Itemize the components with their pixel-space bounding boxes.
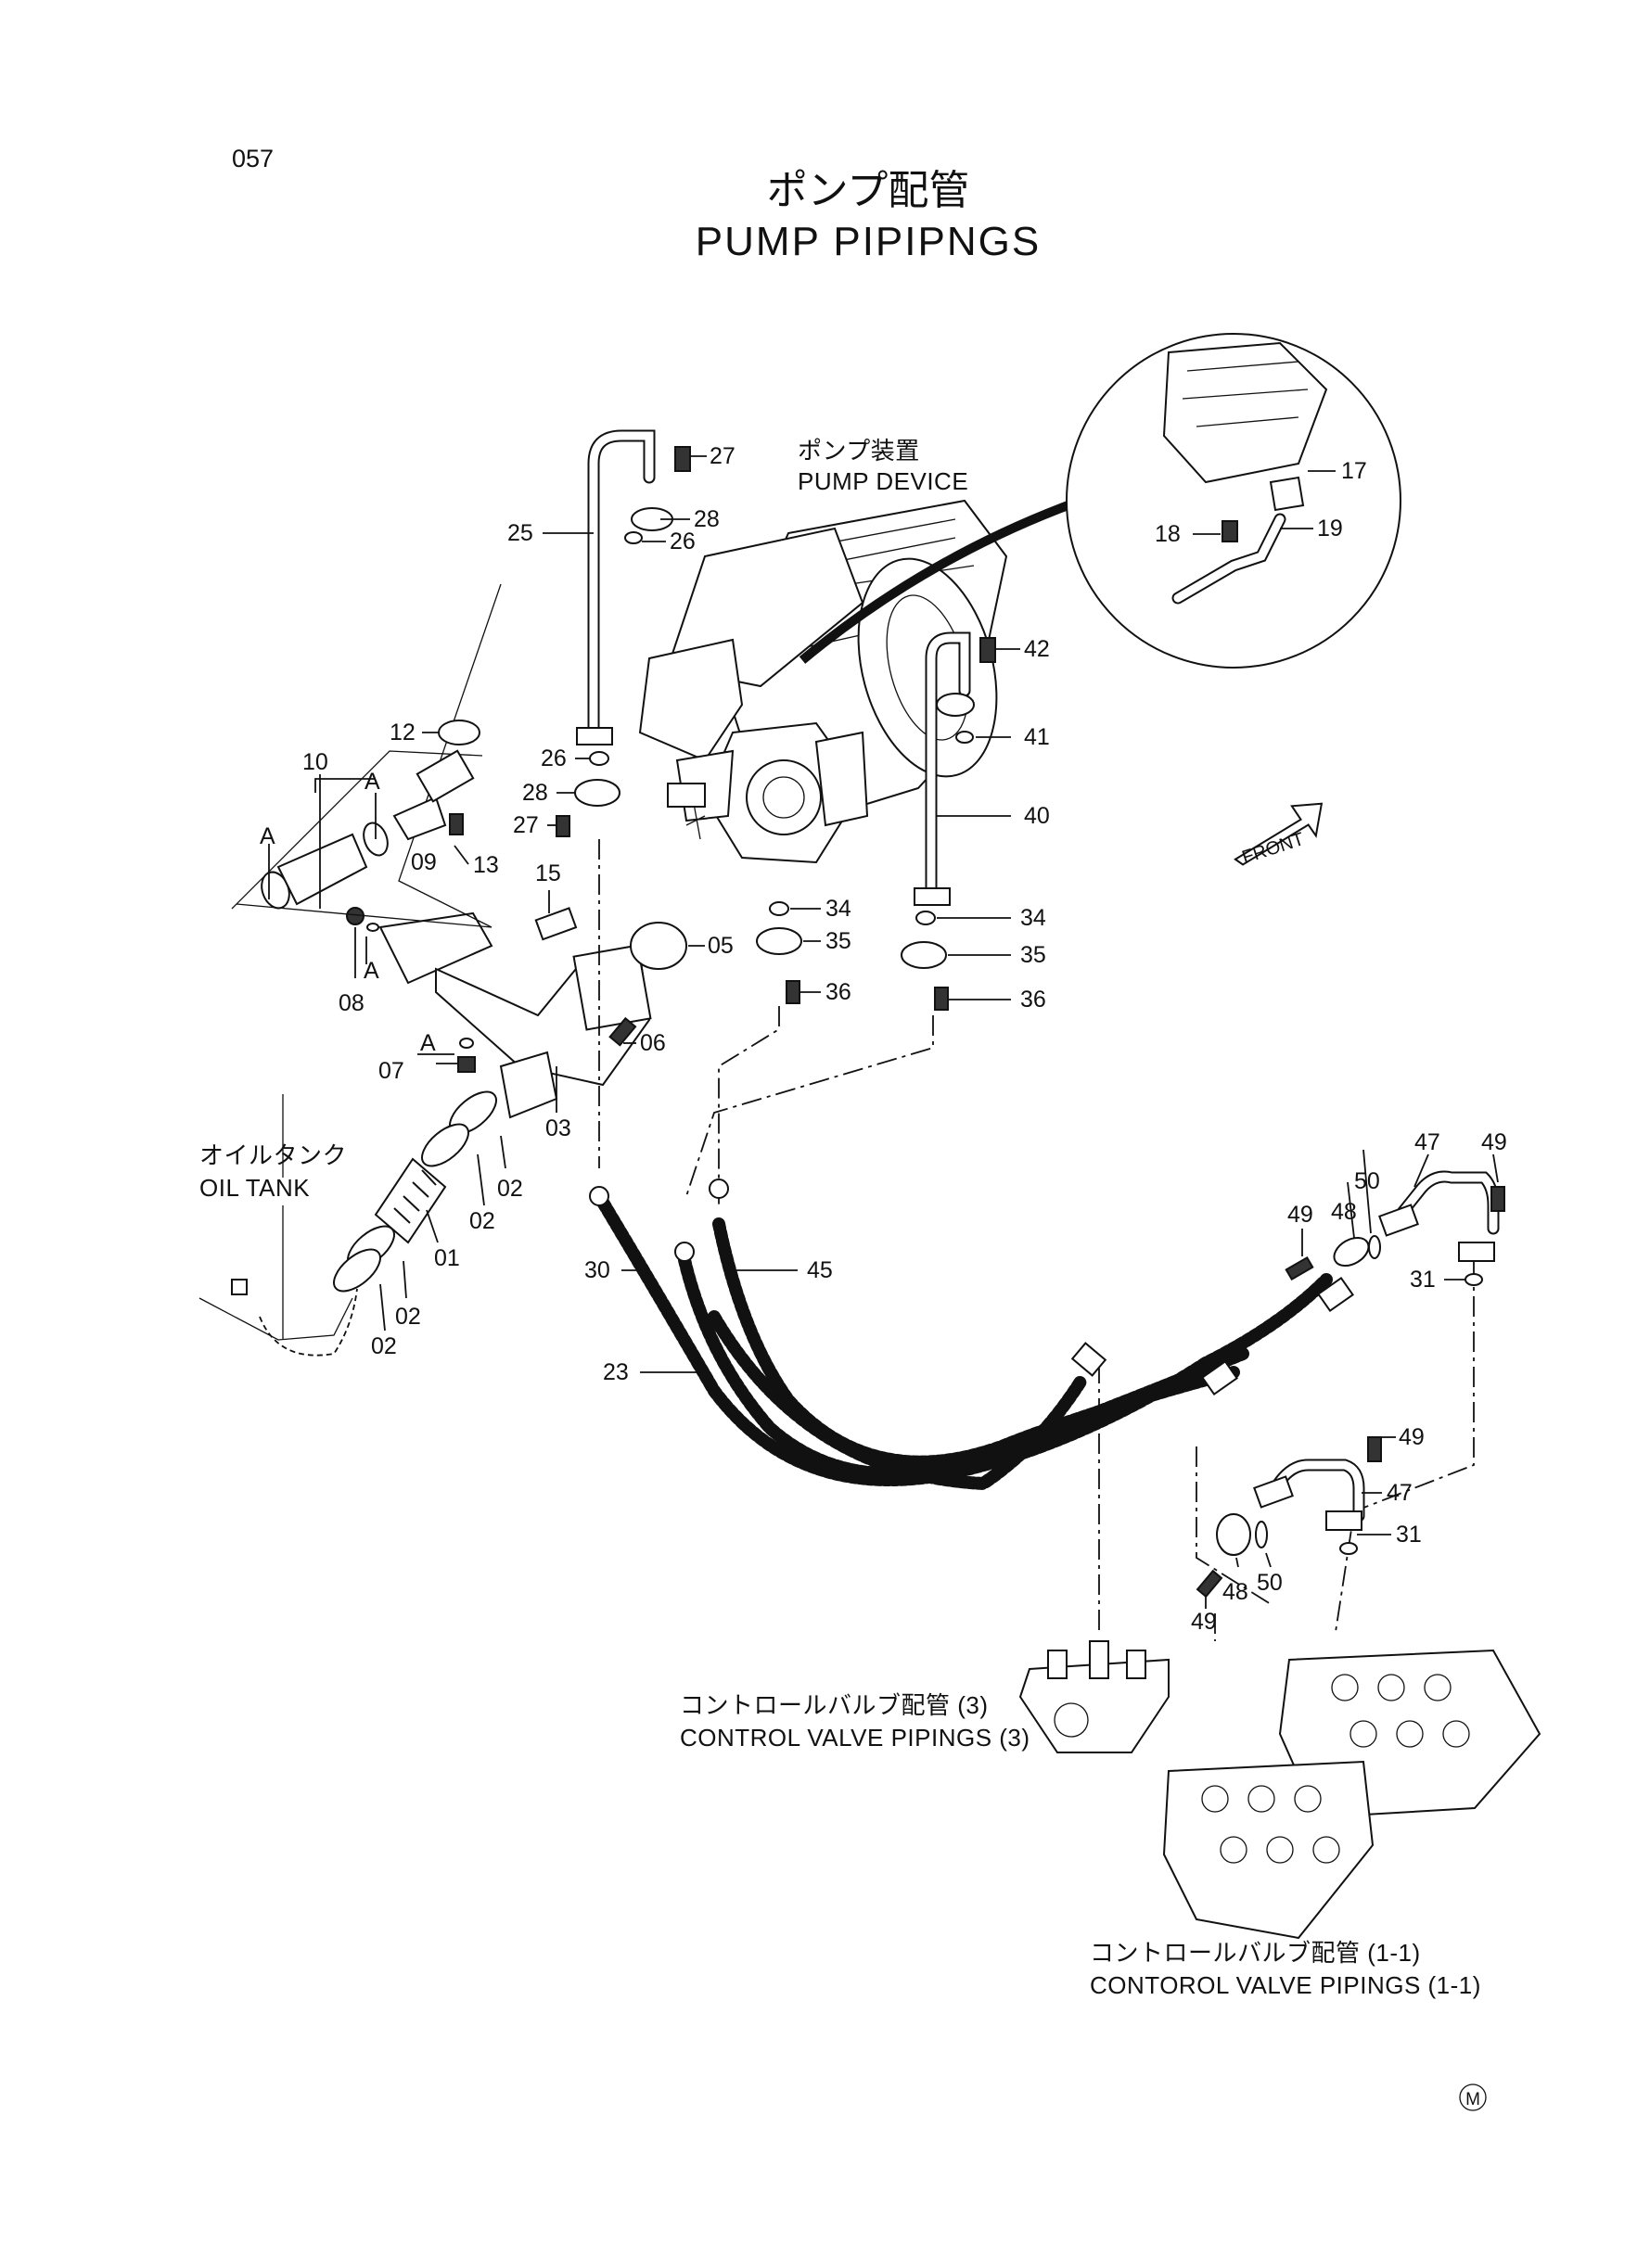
part-number: 26 [541, 745, 567, 771]
part-number: 27 [513, 812, 539, 838]
suction-pipe-assembly [346, 907, 687, 1119]
part-number: 48 [1331, 1199, 1357, 1225]
hose-bundle [589, 1179, 1354, 1491]
oil-tank-illustration [198, 1094, 358, 1357]
part-number-labels: 27 28 26 25 12 26 28 27 10 09 13 15 05 0… [302, 443, 1507, 1635]
view-mark-a: A [365, 769, 380, 795]
part-number: 31 [1396, 1522, 1422, 1548]
part-number: 03 [545, 1115, 571, 1141]
part-number: 27 [710, 443, 735, 469]
part-number: 02 [371, 1333, 397, 1359]
detail-callouts: 17 18 19 [1155, 458, 1367, 547]
strainer-01 [333, 1090, 497, 1293]
part-number: 35 [825, 928, 851, 954]
part-number: 28 [522, 780, 548, 806]
part-number: 49 [1287, 1202, 1313, 1228]
part-number: 25 [507, 520, 533, 546]
part-number: 28 [694, 506, 720, 532]
part-number: 15 [535, 860, 561, 886]
view-mark-a: A [260, 823, 275, 849]
part-number: 02 [395, 1304, 421, 1330]
title-japanese: ポンプ配管 [767, 168, 970, 213]
view-mark-a: A [420, 1030, 436, 1056]
page-number: 057 [232, 145, 274, 172]
cv3-label-en: CONTROL VALVE PIPINGS (3) [680, 1724, 1030, 1752]
pump-device-illustration [638, 499, 1008, 864]
control-valve-3 [1018, 1640, 1170, 1753]
part-number: 34 [825, 896, 851, 922]
part-number: 49 [1399, 1424, 1425, 1450]
part-number: 42 [1024, 636, 1050, 662]
part-number: 17 [1341, 458, 1367, 484]
dashdot-lines [598, 839, 1475, 1641]
part-number: 07 [378, 1058, 404, 1084]
detail-view-circle [1066, 333, 1401, 669]
part-number: 12 [390, 720, 416, 745]
part-number: 02 [497, 1176, 523, 1202]
view-mark-a: A [364, 958, 379, 984]
oil-tank-label-jp: オイルタンク [199, 1141, 347, 1169]
part-number: 50 [1257, 1570, 1283, 1596]
title-english: PUMP PIPIPNGS [696, 219, 1041, 264]
part-number: 45 [807, 1257, 833, 1283]
pipe-25 [576, 429, 691, 745]
part-number: 10 [302, 749, 328, 775]
part-number: 34 [1020, 905, 1046, 931]
pump-device-label-en: PUMP DEVICE [798, 467, 968, 495]
part-number: 18 [1155, 521, 1181, 547]
fitting-group-upper [1285, 1170, 1505, 1286]
cv11-label-en: CONTOROL VALVE PIPINGS (1-1) [1090, 1971, 1481, 1999]
oil-tank-label-en: OIL TANK [199, 1174, 310, 1202]
front-label: FRONT [1239, 829, 1306, 868]
part-number: 19 [1317, 516, 1343, 542]
view-marks: A A A A [260, 769, 454, 1056]
part-number: 36 [825, 979, 851, 1005]
part-number: 40 [1024, 803, 1050, 829]
front-arrow: FRONT [1234, 802, 1324, 868]
leader-lines [314, 455, 1499, 1609]
part-number: 47 [1387, 1480, 1413, 1506]
part-number: 06 [640, 1030, 666, 1056]
pump-device-label-jp: ポンプ装置 [798, 437, 920, 465]
m-marker: M [1465, 2090, 1480, 2109]
part-number: 48 [1222, 1579, 1248, 1605]
part-number: 49 [1191, 1609, 1217, 1635]
fitting-group-lower [1196, 1436, 1382, 1599]
cv3-label-jp: コントロールバルブ配管 (3) [680, 1691, 989, 1719]
part-number: 36 [1020, 987, 1046, 1013]
pipe-40 [914, 631, 996, 906]
suction-fitting-10 [231, 583, 502, 928]
part-number: 02 [469, 1208, 495, 1234]
part-number: 08 [339, 990, 365, 1016]
part-number: 49 [1481, 1129, 1507, 1155]
part-number: 13 [473, 852, 499, 878]
part-number: 47 [1414, 1129, 1440, 1155]
detail-leader [799, 496, 1082, 664]
part-number: 30 [584, 1257, 610, 1283]
part-number: 23 [603, 1359, 629, 1385]
part-number: 26 [670, 529, 696, 554]
cv11-label-jp: コントロールバルブ配管 (1-1) [1090, 1939, 1421, 1967]
control-valve-1-1 [1162, 1649, 1541, 1940]
part-number: 31 [1410, 1267, 1436, 1293]
m-marker-circle [1459, 2083, 1487, 2111]
part-number: 50 [1354, 1168, 1380, 1194]
part-number: 09 [411, 849, 437, 875]
part-number: 01 [434, 1245, 460, 1271]
part-number: 05 [708, 933, 734, 959]
part-number: 35 [1020, 942, 1046, 968]
part-number: 41 [1024, 724, 1050, 750]
